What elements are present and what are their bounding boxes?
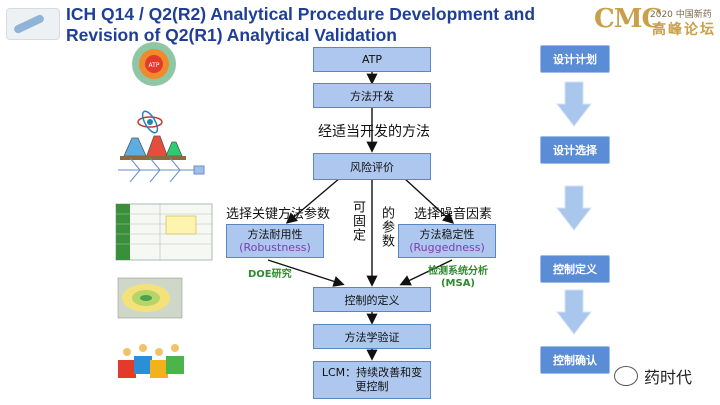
lcm-label-line-2: 更控制 — [355, 380, 389, 393]
step-control-confirm-label: 控制确认 — [553, 354, 597, 367]
down-arrow-3 — [555, 289, 593, 335]
slide-title: ICH Q14 / Q2(R2) Analytical Procedure De… — [66, 4, 606, 46]
step-design-select-label: 设计选择 — [553, 144, 597, 157]
spreadsheet-icon — [115, 203, 213, 261]
cmc-subtitle: 高峰论坛 — [652, 22, 716, 38]
down-arrow-2 — [555, 185, 593, 231]
right-branch-label: 选择噪音因素 — [414, 207, 493, 222]
suitable-method-label: 经适当开发的方法 — [318, 124, 430, 140]
cmc-brand: CMC — [594, 4, 662, 34]
step-design-plan-label: 设计计划 — [553, 53, 597, 66]
wechat-icon — [614, 366, 638, 386]
msa-label-line-1: 检测系统分析 — [428, 266, 488, 277]
step-design-select: 设计选择 — [540, 136, 610, 164]
robustness-box: 方法耐用性 (Robustness) — [226, 224, 324, 258]
method-development-box: 方法开发 — [313, 83, 431, 108]
cmc-year: 2020 中国新药 — [650, 10, 712, 20]
ruggedness-en-label: (Ruggedness) — [409, 241, 485, 254]
fixed-params-label-1: 可固定 — [350, 200, 365, 242]
robustness-en-label: (Robustness) — [239, 241, 311, 254]
fishbone-diagram-icon — [118, 157, 205, 183]
lcm-box: LCM：持续改善和变 更控制 — [313, 361, 431, 399]
control-definition-box: 控制的定义 — [313, 287, 431, 312]
title-line-2: Revision of Q2(R1) Analytical Validation — [66, 25, 397, 45]
fixed-params-label-2: 的参数 — [379, 206, 394, 248]
watermark-text: 药时代 — [644, 368, 693, 387]
ruggedness-box: 方法稳定性 (Ruggedness) — [398, 224, 496, 258]
method-validation-box: 方法学验证 — [313, 324, 431, 349]
ruggedness-cn-label: 方法稳定性 — [419, 228, 475, 241]
method-validation-label: 方法学验证 — [344, 330, 400, 344]
atp-icon-label: ATP — [149, 62, 160, 69]
right-down-arrows — [555, 81, 593, 335]
lab-flasks-icon — [120, 110, 186, 160]
control-definition-label: 控制的定义 — [344, 293, 400, 307]
watermark: 药时代 — [614, 364, 692, 388]
contour-plot-icon — [117, 277, 183, 319]
risk-evaluation-box: 风险评价 — [313, 153, 431, 180]
down-arrow-1 — [555, 81, 593, 127]
left-branch-label: 选择关键方法参数 — [226, 207, 331, 222]
robustness-cn-label: 方法耐用性 — [247, 228, 303, 241]
msa-label: 检测系统分析 (MSA) — [428, 266, 488, 290]
lcm-label-line-1: LCM：持续改善和变 — [321, 366, 423, 379]
method-development-label: 方法开发 — [350, 89, 394, 103]
msa-label-line-2: (MSA) — [440, 278, 476, 289]
left-illustrations: ATP — [115, 42, 213, 378]
risk-evaluation-label: 风险评价 — [350, 160, 394, 174]
atp-box: ATP — [313, 47, 431, 72]
puzzle-team-icon — [118, 344, 184, 378]
step-control-confirm: 控制确认 — [540, 346, 610, 374]
doe-study-label: DOE研究 — [248, 269, 292, 280]
cmc-logo: CMC 2020 中国新药 高峰论坛 — [594, 4, 714, 38]
title-badge-icon — [6, 8, 60, 40]
step-control-define-label: 控制定义 — [553, 263, 597, 276]
step-control-define: 控制定义 — [540, 255, 610, 283]
atp-box-label: ATP — [361, 53, 383, 66]
step-design-plan: 设计计划 — [540, 45, 610, 73]
atp-target-icon: ATP — [132, 42, 176, 86]
title-line-1: ICH Q14 / Q2(R2) Analytical Procedure De… — [66, 4, 536, 24]
